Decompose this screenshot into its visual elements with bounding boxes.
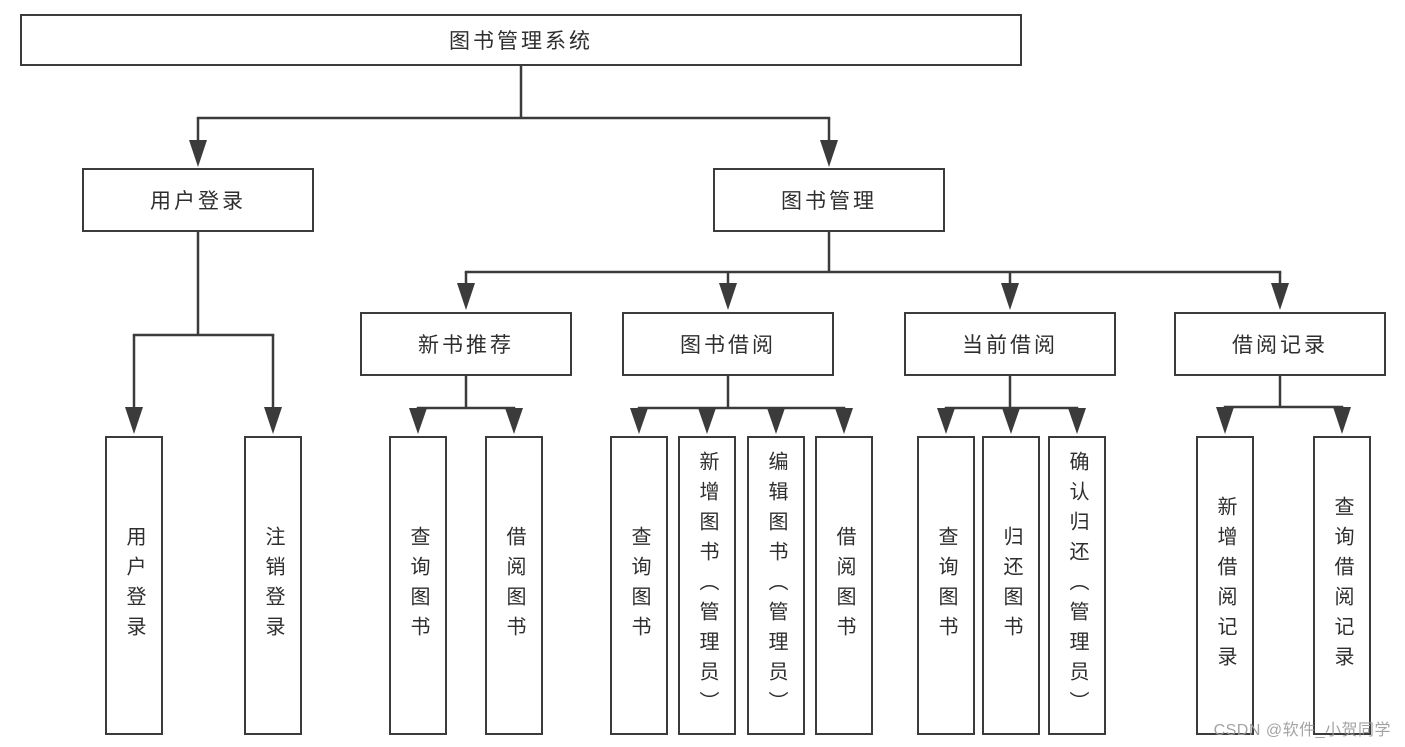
node-label: 借阅图书: [503, 525, 525, 646]
node-label: 用户登录: [123, 525, 145, 646]
leaf-add-books-admin: 新增图书（管理员）: [678, 436, 736, 735]
leaf-confirm-return-admin: 确认归还（管理员）: [1048, 436, 1106, 735]
node-label: 新书推荐: [418, 334, 514, 357]
leaf-return-books: 归还图书: [982, 436, 1040, 735]
node-label: 借阅图书: [833, 525, 855, 646]
node-label: 查询图书: [935, 525, 957, 646]
leaf-edit-books-admin: 编辑图书（管理员）: [747, 436, 805, 735]
node-book-management: 图书管理: [713, 168, 945, 232]
node-label: 用户登录: [150, 190, 246, 213]
node-new-book-recommend: 新书推荐: [360, 312, 572, 376]
leaf-borrow-books: 借阅图书: [815, 436, 873, 735]
node-book-borrowing: 图书借阅: [622, 312, 834, 376]
connector-line-group: [132, 66, 1344, 410]
arrowhead-group: [125, 140, 1351, 434]
node-label: 当前借阅: [962, 334, 1058, 357]
node-label: 新增图书（管理员）: [696, 450, 718, 721]
leaf-logout: 注销登录: [244, 436, 302, 735]
leaf-query-books: 查询图书: [610, 436, 668, 735]
leaf-borrow-books: 借阅图书: [485, 436, 543, 735]
node-label: 图书管理: [781, 190, 877, 213]
node-label: 图书借阅: [680, 334, 776, 357]
node-label: 编辑图书（管理员）: [765, 450, 787, 721]
node-label: 查询图书: [407, 525, 429, 646]
node-label: 借阅记录: [1232, 334, 1328, 357]
leaf-user-login: 用户登录: [105, 436, 163, 735]
leaf-query-books: 查询图书: [917, 436, 975, 735]
node-borrowing-records: 借阅记录: [1174, 312, 1386, 376]
leaf-add-borrow-record: 新增借阅记录: [1196, 436, 1254, 735]
leaf-query-books: 查询图书: [389, 436, 447, 735]
node-label: 归还图书: [1000, 525, 1022, 646]
node-label: 图书管理系统: [449, 30, 593, 53]
node-label: 确认归还（管理员）: [1066, 450, 1088, 721]
node-label: 注销登录: [262, 525, 284, 646]
node-library-system: 图书管理系统: [20, 14, 1022, 66]
node-label: 新增借阅记录: [1214, 495, 1236, 676]
leaf-query-borrow-record: 查询借阅记录: [1313, 436, 1371, 735]
node-user-login: 用户登录: [82, 168, 314, 232]
node-current-borrowing: 当前借阅: [904, 312, 1116, 376]
node-label: 查询图书: [628, 525, 650, 646]
csdn-watermark: CSDN @软件_小贺同学: [1213, 722, 1391, 739]
node-label: 查询借阅记录: [1331, 495, 1353, 676]
